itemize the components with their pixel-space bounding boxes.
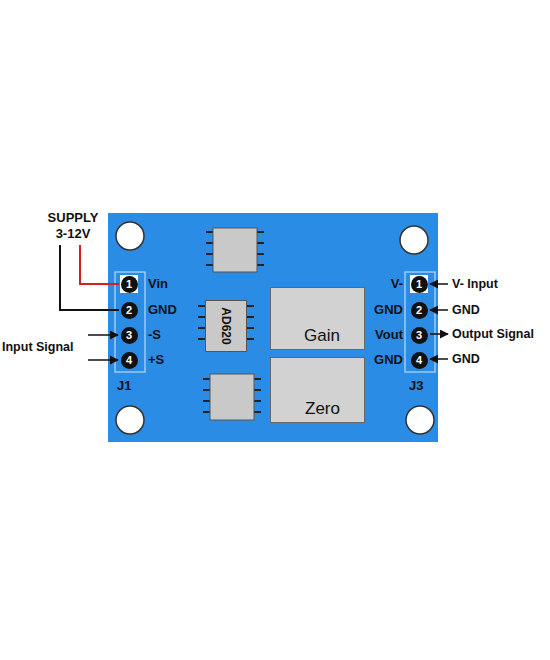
pin-number: 2 bbox=[126, 305, 132, 316]
j1-header bbox=[115, 272, 145, 372]
pcb-board bbox=[108, 213, 438, 442]
pin-name: GND bbox=[374, 352, 403, 368]
pin-circle: 4 bbox=[121, 352, 138, 369]
trimmer-label: Gain bbox=[304, 326, 340, 346]
signal-label: GND bbox=[452, 302, 480, 318]
pin-circle: 2 bbox=[121, 302, 138, 319]
pin1-square-pad bbox=[410, 275, 428, 293]
signal-label: Output Signal bbox=[452, 326, 534, 342]
ic-chip bbox=[213, 228, 257, 272]
pin-name: Vin bbox=[148, 276, 168, 292]
trimmer-box: Gain bbox=[270, 287, 365, 350]
signal-label: Input Signal bbox=[2, 339, 74, 355]
pin-name: +S bbox=[148, 352, 164, 368]
pin-circle: 1 bbox=[121, 276, 138, 293]
pin-circle: 4 bbox=[411, 352, 428, 369]
signal-label: V- Input bbox=[452, 276, 498, 292]
pin-number: 3 bbox=[126, 330, 132, 341]
supply-wire bbox=[80, 245, 119, 284]
pin-name: -S bbox=[148, 327, 161, 343]
connector-name: J3 bbox=[409, 378, 423, 394]
pin-number: 3 bbox=[416, 330, 422, 341]
pin-name: Vout bbox=[375, 327, 403, 343]
pin-circle: 1 bbox=[411, 276, 428, 293]
mounting-holes bbox=[116, 222, 434, 434]
trimmer-box: Zero bbox=[270, 357, 365, 423]
ground-wire bbox=[60, 245, 119, 310]
pin1-square-pad bbox=[120, 275, 138, 293]
pin-name: GND bbox=[148, 302, 177, 318]
amplifier-chip: AD620 bbox=[205, 300, 247, 352]
j3-header bbox=[405, 272, 435, 372]
pin-number: 4 bbox=[416, 355, 422, 366]
pin-number: 2 bbox=[416, 305, 422, 316]
signal-arrows bbox=[88, 284, 448, 360]
pin-number: 1 bbox=[126, 279, 132, 290]
ic-chip bbox=[210, 374, 254, 420]
pin-circle: 3 bbox=[121, 327, 138, 344]
trimmer-label: Zero bbox=[305, 399, 340, 419]
pin-number: 1 bbox=[416, 279, 422, 290]
pin-name: V- bbox=[391, 276, 403, 292]
pin-circle: 3 bbox=[411, 327, 428, 344]
pin-name: GND bbox=[374, 302, 403, 318]
signal-label: GND bbox=[452, 351, 480, 367]
supply-label: SUPPLY 3-12V bbox=[41, 210, 105, 242]
chip-label: AD620 bbox=[219, 307, 233, 344]
pin-circle: 2 bbox=[411, 302, 428, 319]
connector-name: J1 bbox=[117, 378, 131, 394]
pin-number: 4 bbox=[126, 355, 132, 366]
